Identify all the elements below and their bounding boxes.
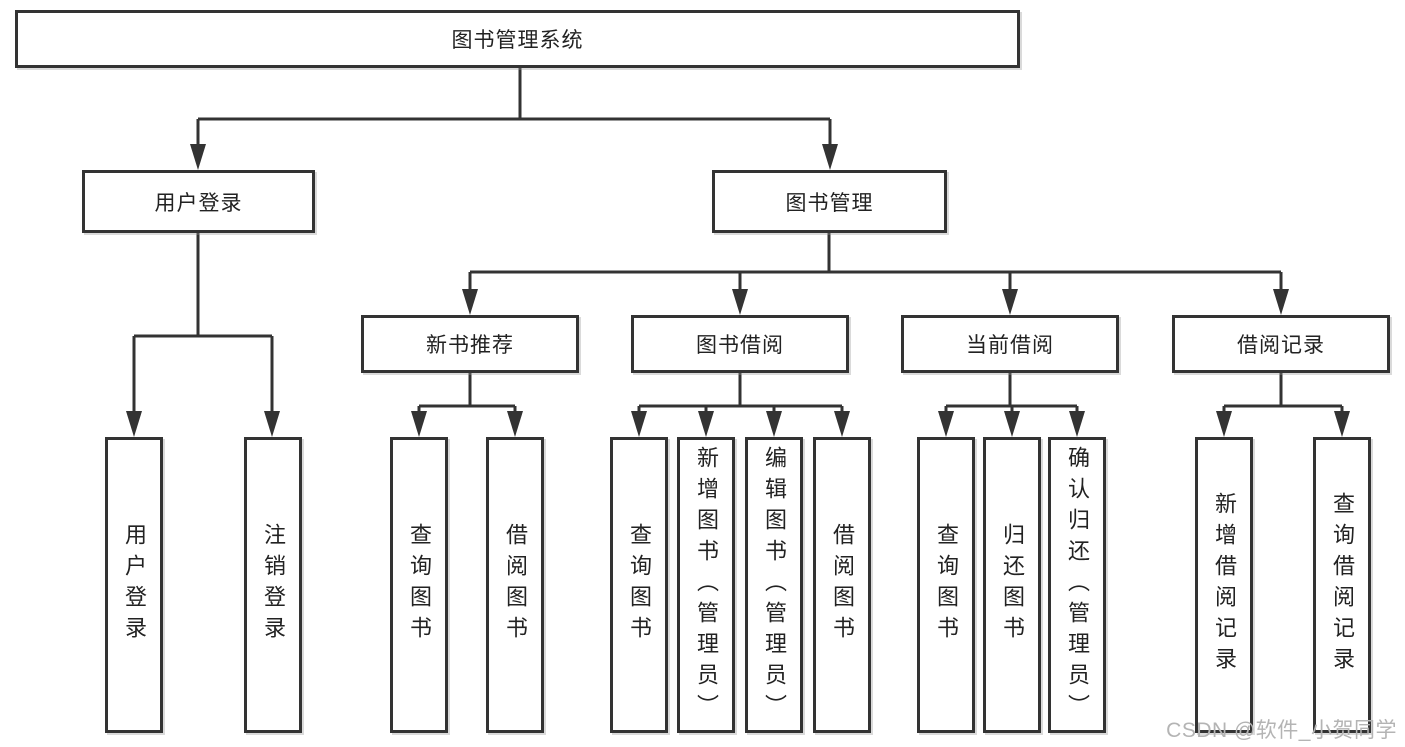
leaf-user-login: 用户登录	[105, 437, 163, 733]
leaf-query-borrow-record: 查询借阅记录	[1313, 437, 1371, 733]
node-book-borrow: 图书借阅	[631, 315, 849, 373]
connector-book-management-children	[462, 233, 1289, 315]
connector-borrow-records-children	[1216, 373, 1350, 437]
node-current-borrow: 当前借阅	[901, 315, 1119, 373]
leaf-logout: 注销登录	[244, 437, 302, 733]
leaf-borrow-books-recommend: 借阅图书	[486, 437, 544, 733]
leaf-query-books-current: 查询图书	[917, 437, 975, 733]
connector-root-to-level2	[190, 68, 838, 170]
leaf-return-books: 归还图书	[983, 437, 1041, 733]
connector-current-borrow-children	[938, 373, 1085, 437]
connector-user-login-children	[126, 233, 280, 437]
leaf-edit-books-admin: 编辑图书（管理员）	[745, 437, 803, 733]
csdn-watermark: CSDN @软件_小贺同学	[1166, 719, 1397, 742]
node-new-book-recommend: 新书推荐	[361, 315, 579, 373]
leaf-confirm-return-admin: 确认归还（管理员）	[1048, 437, 1106, 733]
leaf-add-borrow-record: 新增借阅记录	[1195, 437, 1253, 733]
leaf-add-books-admin: 新增图书（管理员）	[677, 437, 735, 733]
connector-book-borrow-children	[631, 373, 850, 437]
node-borrow-records: 借阅记录	[1172, 315, 1390, 373]
leaf-query-books-recommend: 查询图书	[390, 437, 448, 733]
node-book-management: 图书管理	[712, 170, 947, 233]
leaf-query-books-borrow: 查询图书	[610, 437, 668, 733]
connector-new-book-children	[411, 373, 523, 437]
node-root-system: 图书管理系统	[15, 10, 1020, 68]
node-user-login: 用户登录	[82, 170, 315, 233]
leaf-borrow-books: 借阅图书	[813, 437, 871, 733]
